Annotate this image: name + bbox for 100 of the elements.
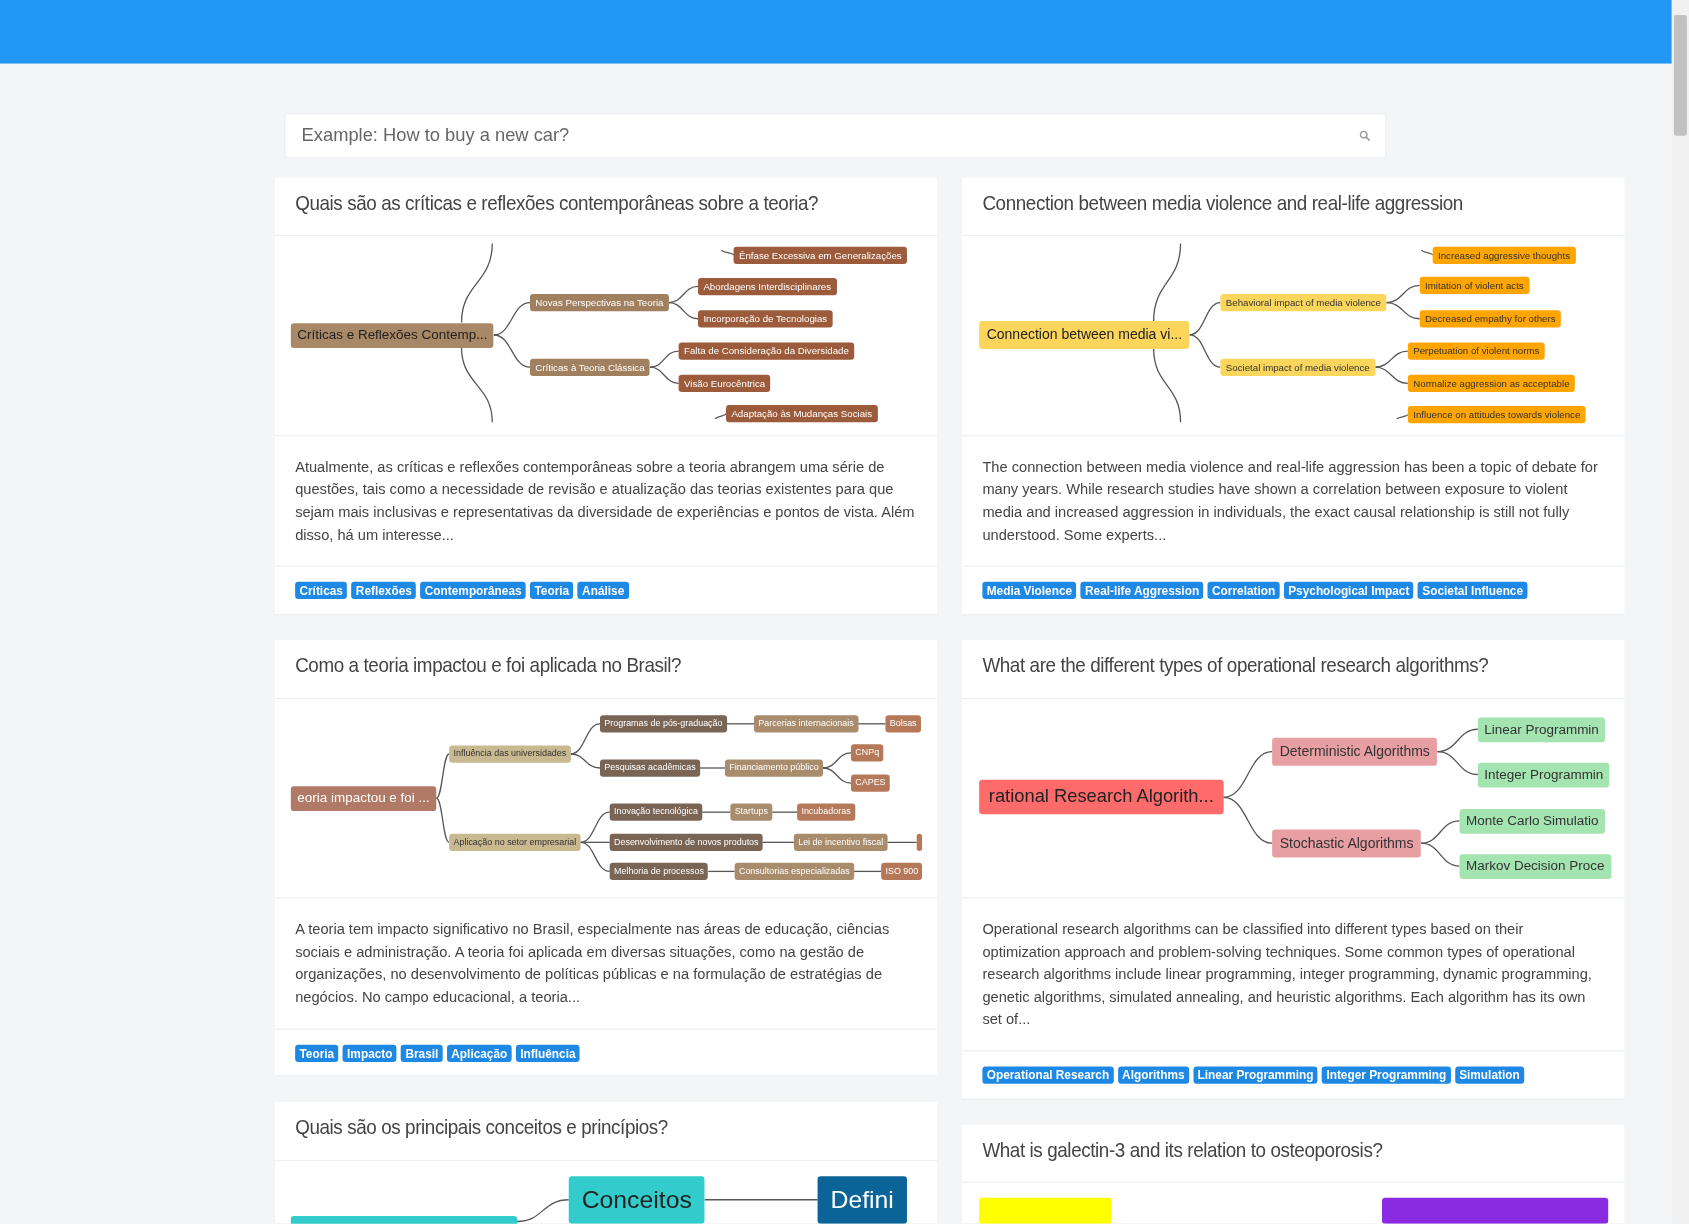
connector-line — [435, 797, 450, 843]
card-title: Como a teoria impactou e foi aplicada no Brasil? — [295, 653, 682, 678]
connector-line — [1153, 347, 1182, 423]
empty-box — [290, 1216, 518, 1224]
empty-box — [916, 833, 923, 851]
tag-badge: Reflexões — [351, 581, 417, 599]
tag-badge: Correlation — [1207, 581, 1280, 599]
mind-map-node: Linear Programmin — [1477, 716, 1606, 742]
connector-line — [516, 1199, 570, 1223]
tag-badge: Contemporâneas — [420, 581, 526, 599]
connector-line — [699, 767, 726, 769]
connector-line — [886, 841, 918, 843]
connector-line — [704, 1199, 819, 1201]
card-title: What is galectin-3 and its relation to osteoporosis? — [982, 1138, 1383, 1163]
mind-map-node: Críticas e Reflexões Contemp... — [290, 322, 494, 348]
mind-map-node: Increased aggressive thoughts — [1432, 246, 1576, 265]
mind-map-node: Monte Carlo Simulatio — [1459, 808, 1605, 834]
mind-map-node: Parcerias internacionais — [754, 715, 858, 733]
tag-badge: Teoria — [530, 581, 574, 599]
mind-map-node: Financiamento público — [724, 759, 823, 777]
mind-map-node: Melhoria de processos — [609, 862, 709, 880]
description-text: Operational research algorithms can be classified into different types based on their optimization approach and problem-solving techniques. Some common types of operational research algorithms include linear programming, integer programming, dynamic programming, genetic algorithms, simulated annealing, and heuristic algorithms. Each algorithm has its own set of... — [982, 920, 1593, 1030]
mind-map-node: Falta de Consideração da Diversidade — [678, 342, 855, 361]
empty-box — [1382, 1197, 1609, 1224]
connector-line — [1153, 242, 1182, 322]
connector-line — [1385, 301, 1421, 320]
card — [961, 177, 1625, 614]
connector-line — [1396, 413, 1409, 420]
connector-line — [1374, 350, 1409, 368]
connector-line — [460, 242, 493, 324]
mind-map-node: Críticas à Teoria Clássica — [529, 358, 650, 377]
connector-line — [707, 870, 736, 873]
mind-map-node: Influência das universidades — [449, 745, 571, 763]
mind-map-node: Perpetuation of violent norms — [1407, 342, 1545, 361]
mind-map-node: Incubadoras — [797, 803, 855, 821]
connector-line — [1188, 334, 1222, 368]
mind-map-node: Behavioral impact of media violence — [1220, 293, 1387, 312]
tag-badge: Linear Programming — [1193, 1066, 1318, 1084]
connector-line — [1420, 842, 1461, 867]
search-field: Example: How to buy a new car? — [284, 113, 1387, 159]
connector-line — [1421, 249, 1434, 256]
connector-line — [1420, 820, 1461, 844]
connector-line — [1436, 751, 1479, 776]
connector-line — [1222, 796, 1273, 844]
connector-line — [649, 350, 680, 368]
mind-map-node: eoria impactou e foi ... — [290, 785, 437, 811]
connector-line — [714, 412, 727, 420]
connector-line — [1374, 366, 1409, 384]
card — [961, 1124, 1625, 1224]
connector-line — [822, 752, 852, 769]
tag-badge: Simulation — [1454, 1066, 1524, 1084]
mind-map-node: Incorporação de Tecnologias — [698, 309, 833, 328]
mind-map-node: Adaptação às Mudanças Sociais — [726, 404, 878, 423]
card — [961, 639, 1625, 1099]
connector-line — [701, 811, 731, 813]
tag-badge: Operational Research — [982, 1066, 1114, 1084]
connector-line — [771, 811, 798, 813]
tag-badge: Brasil — [401, 1044, 443, 1063]
mind-map-node: Aplicação no setor empresarial — [449, 833, 581, 851]
connector-line — [1222, 751, 1273, 798]
mind-map-node: Bolsas — [885, 715, 921, 733]
mind-map-node: Visão Eurocêntrica — [678, 374, 771, 393]
mind-map-node: Decreased empathy for others — [1419, 309, 1561, 328]
connector-line — [493, 301, 531, 336]
mind-map-node: Startups — [730, 803, 773, 821]
tag-badge: Aplicação — [447, 1044, 512, 1063]
mind-map-node: Conceitos — [568, 1176, 705, 1224]
tag-badge: Societal Influence — [1418, 581, 1528, 599]
description-text: The connection between media violence and real-life aggression has been a topic of debate for many years. While research studies have shown a correlation between exposure to violent media and increased aggression in individuals, the exact causal relationship is still not fully understood. Some experts... — [982, 457, 1599, 545]
connector-line — [569, 753, 601, 769]
mind-map-node: Desenvolvimento de novos produtos — [609, 833, 763, 851]
connector-line — [649, 366, 680, 384]
mind-map-node: Stochastic Algorithms — [1272, 829, 1422, 857]
mind-map-node: Inovação tecnológica — [609, 803, 703, 821]
mind-map-node: CAPES — [850, 774, 890, 792]
mind-map-node: rational Research Algorith... — [979, 779, 1224, 815]
card-title: What are the different types of operational research algorithms? — [982, 653, 1489, 678]
mind-map-node: Ênfase Excessiva em Generalizações — [733, 246, 908, 265]
description-text: A teoria tem impacto significativo no Brasil, especialmente nas áreas de educação, ciências sociais e administração. A teoria foi aplicada em diversas situações, como na gestão de organizações, no desenvolvimento de políticas públicas e na formulação de estratégias de negócios. No campo educacional, a teoria... — [295, 920, 891, 1007]
connector-line — [569, 723, 601, 755]
card-title: Quais são os principais conceitos e princípios? — [295, 1115, 668, 1140]
tag-badge: Real-life Aggression — [1080, 581, 1204, 599]
mind-map-node: CNPq — [850, 744, 884, 762]
tag-badge: Integer Programming — [1322, 1066, 1451, 1084]
mind-map-node: Connection between media vi... — [979, 321, 1190, 349]
connector-line — [822, 767, 852, 784]
mind-map-node: Deterministic Algorithms — [1272, 737, 1438, 766]
connector-line — [726, 723, 755, 725]
tag-badge: Psychological Impact — [1283, 581, 1414, 599]
connector-line — [668, 285, 699, 304]
tag-badge: Análise — [577, 581, 629, 599]
connector-line — [857, 723, 887, 725]
mind-map-node: Abordagens Interdisciplinares — [698, 277, 837, 296]
mind-map-node: Consultorias especializadas — [734, 862, 855, 880]
card — [274, 639, 938, 1075]
mind-map-node: Imitation of violent acts — [1419, 276, 1530, 295]
mind-map-node: ISO 900 — [881, 862, 923, 880]
card-title: Connection between media violence and real-life aggression — [982, 191, 1463, 216]
mind-map-node: Defini — [817, 1176, 907, 1224]
description-text: Atualmente, as críticas e reflexões contemporâneas sobre a teoria abrangem uma série de questões, tais como a necessidade de revisão e atualização das teorias existentes para que sejam mais inclusivas e representativas da diversidade de experiências e pontos de vista. Além disso, há um interesse... — [295, 457, 915, 545]
